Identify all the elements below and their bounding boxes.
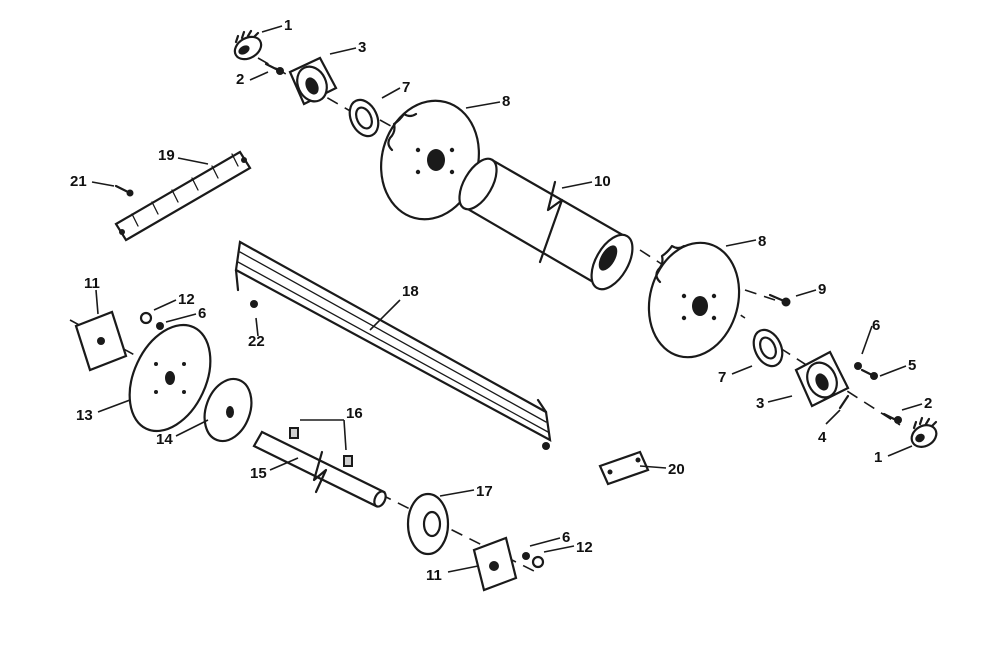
label-part-6-right: 6 bbox=[872, 317, 880, 334]
bolt-22 bbox=[250, 300, 258, 308]
screw-9 bbox=[768, 293, 791, 307]
sprocket-disc-top bbox=[380, 99, 480, 221]
label-part-15: 15 bbox=[250, 465, 267, 482]
flange-plate-bottom bbox=[472, 536, 518, 592]
shaft-15 bbox=[252, 427, 387, 508]
flange-plate-left bbox=[74, 310, 128, 372]
label-part-13: 13 bbox=[76, 407, 93, 424]
beam-18 bbox=[234, 240, 552, 450]
label-part-7-right: 7 bbox=[718, 369, 726, 386]
label-part-14: 14 bbox=[156, 431, 173, 448]
label-part-8-right: 8 bbox=[758, 233, 766, 250]
label-part-12-left: 12 bbox=[178, 291, 195, 308]
gear-right bbox=[910, 416, 938, 448]
washer-right bbox=[854, 362, 862, 370]
label-part-7-top: 7 bbox=[402, 79, 410, 96]
sprocket-disc-right bbox=[647, 241, 741, 359]
nut-bottom bbox=[522, 552, 545, 569]
pulley-17 bbox=[406, 492, 450, 556]
bearing-housing-top bbox=[288, 56, 338, 106]
leader-lines bbox=[91, 25, 923, 573]
drum-cylinder bbox=[458, 157, 634, 291]
label-part-3-top: 3 bbox=[358, 39, 366, 56]
label-part-22: 22 bbox=[248, 333, 265, 350]
label-part-8-top: 8 bbox=[502, 93, 510, 110]
nut-left bbox=[139, 311, 164, 330]
chain-link-20 bbox=[598, 450, 650, 486]
pin-4 bbox=[838, 394, 850, 410]
label-part-9: 9 bbox=[818, 281, 826, 298]
label-part-20: 20 bbox=[668, 461, 685, 478]
bearing-right bbox=[752, 328, 784, 368]
label-part-6-left: 6 bbox=[198, 305, 206, 322]
label-part-16: 16 bbox=[346, 405, 363, 422]
label-part-11-left: 11 bbox=[84, 275, 100, 292]
label-part-4: 4 bbox=[818, 429, 827, 446]
label-part-11-bottom: 11 bbox=[426, 567, 442, 584]
gear-top bbox=[233, 29, 263, 61]
screw-21 bbox=[114, 184, 134, 197]
label-part-21: 21 bbox=[70, 173, 87, 190]
label-part-18: 18 bbox=[402, 283, 419, 300]
label-part-10: 10 bbox=[594, 173, 611, 190]
label-part-3-right: 3 bbox=[756, 395, 764, 412]
screw-top bbox=[264, 62, 284, 75]
part-labels: 1 2 3 7 8 10 8 9 6 5 7 3 4 2 1 19 21 11 … bbox=[70, 17, 932, 584]
screw-5 bbox=[860, 368, 878, 380]
chain-19 bbox=[114, 150, 252, 242]
screw-right bbox=[882, 412, 902, 424]
sprocket-14 bbox=[203, 377, 253, 443]
label-part-2-top: 2 bbox=[236, 71, 244, 88]
label-part-19: 19 bbox=[158, 147, 175, 164]
disc-13 bbox=[128, 323, 212, 433]
label-part-6-bottom: 6 bbox=[562, 529, 570, 546]
label-part-12-bottom: 12 bbox=[576, 539, 593, 556]
bearing-top bbox=[348, 98, 380, 138]
label-part-1-top: 1 bbox=[284, 17, 292, 34]
label-part-2-right: 2 bbox=[924, 395, 932, 412]
label-part-5: 5 bbox=[908, 357, 916, 374]
bearing-housing-right bbox=[794, 350, 850, 408]
label-part-17: 17 bbox=[476, 483, 493, 500]
label-part-1-right: 1 bbox=[874, 449, 882, 466]
